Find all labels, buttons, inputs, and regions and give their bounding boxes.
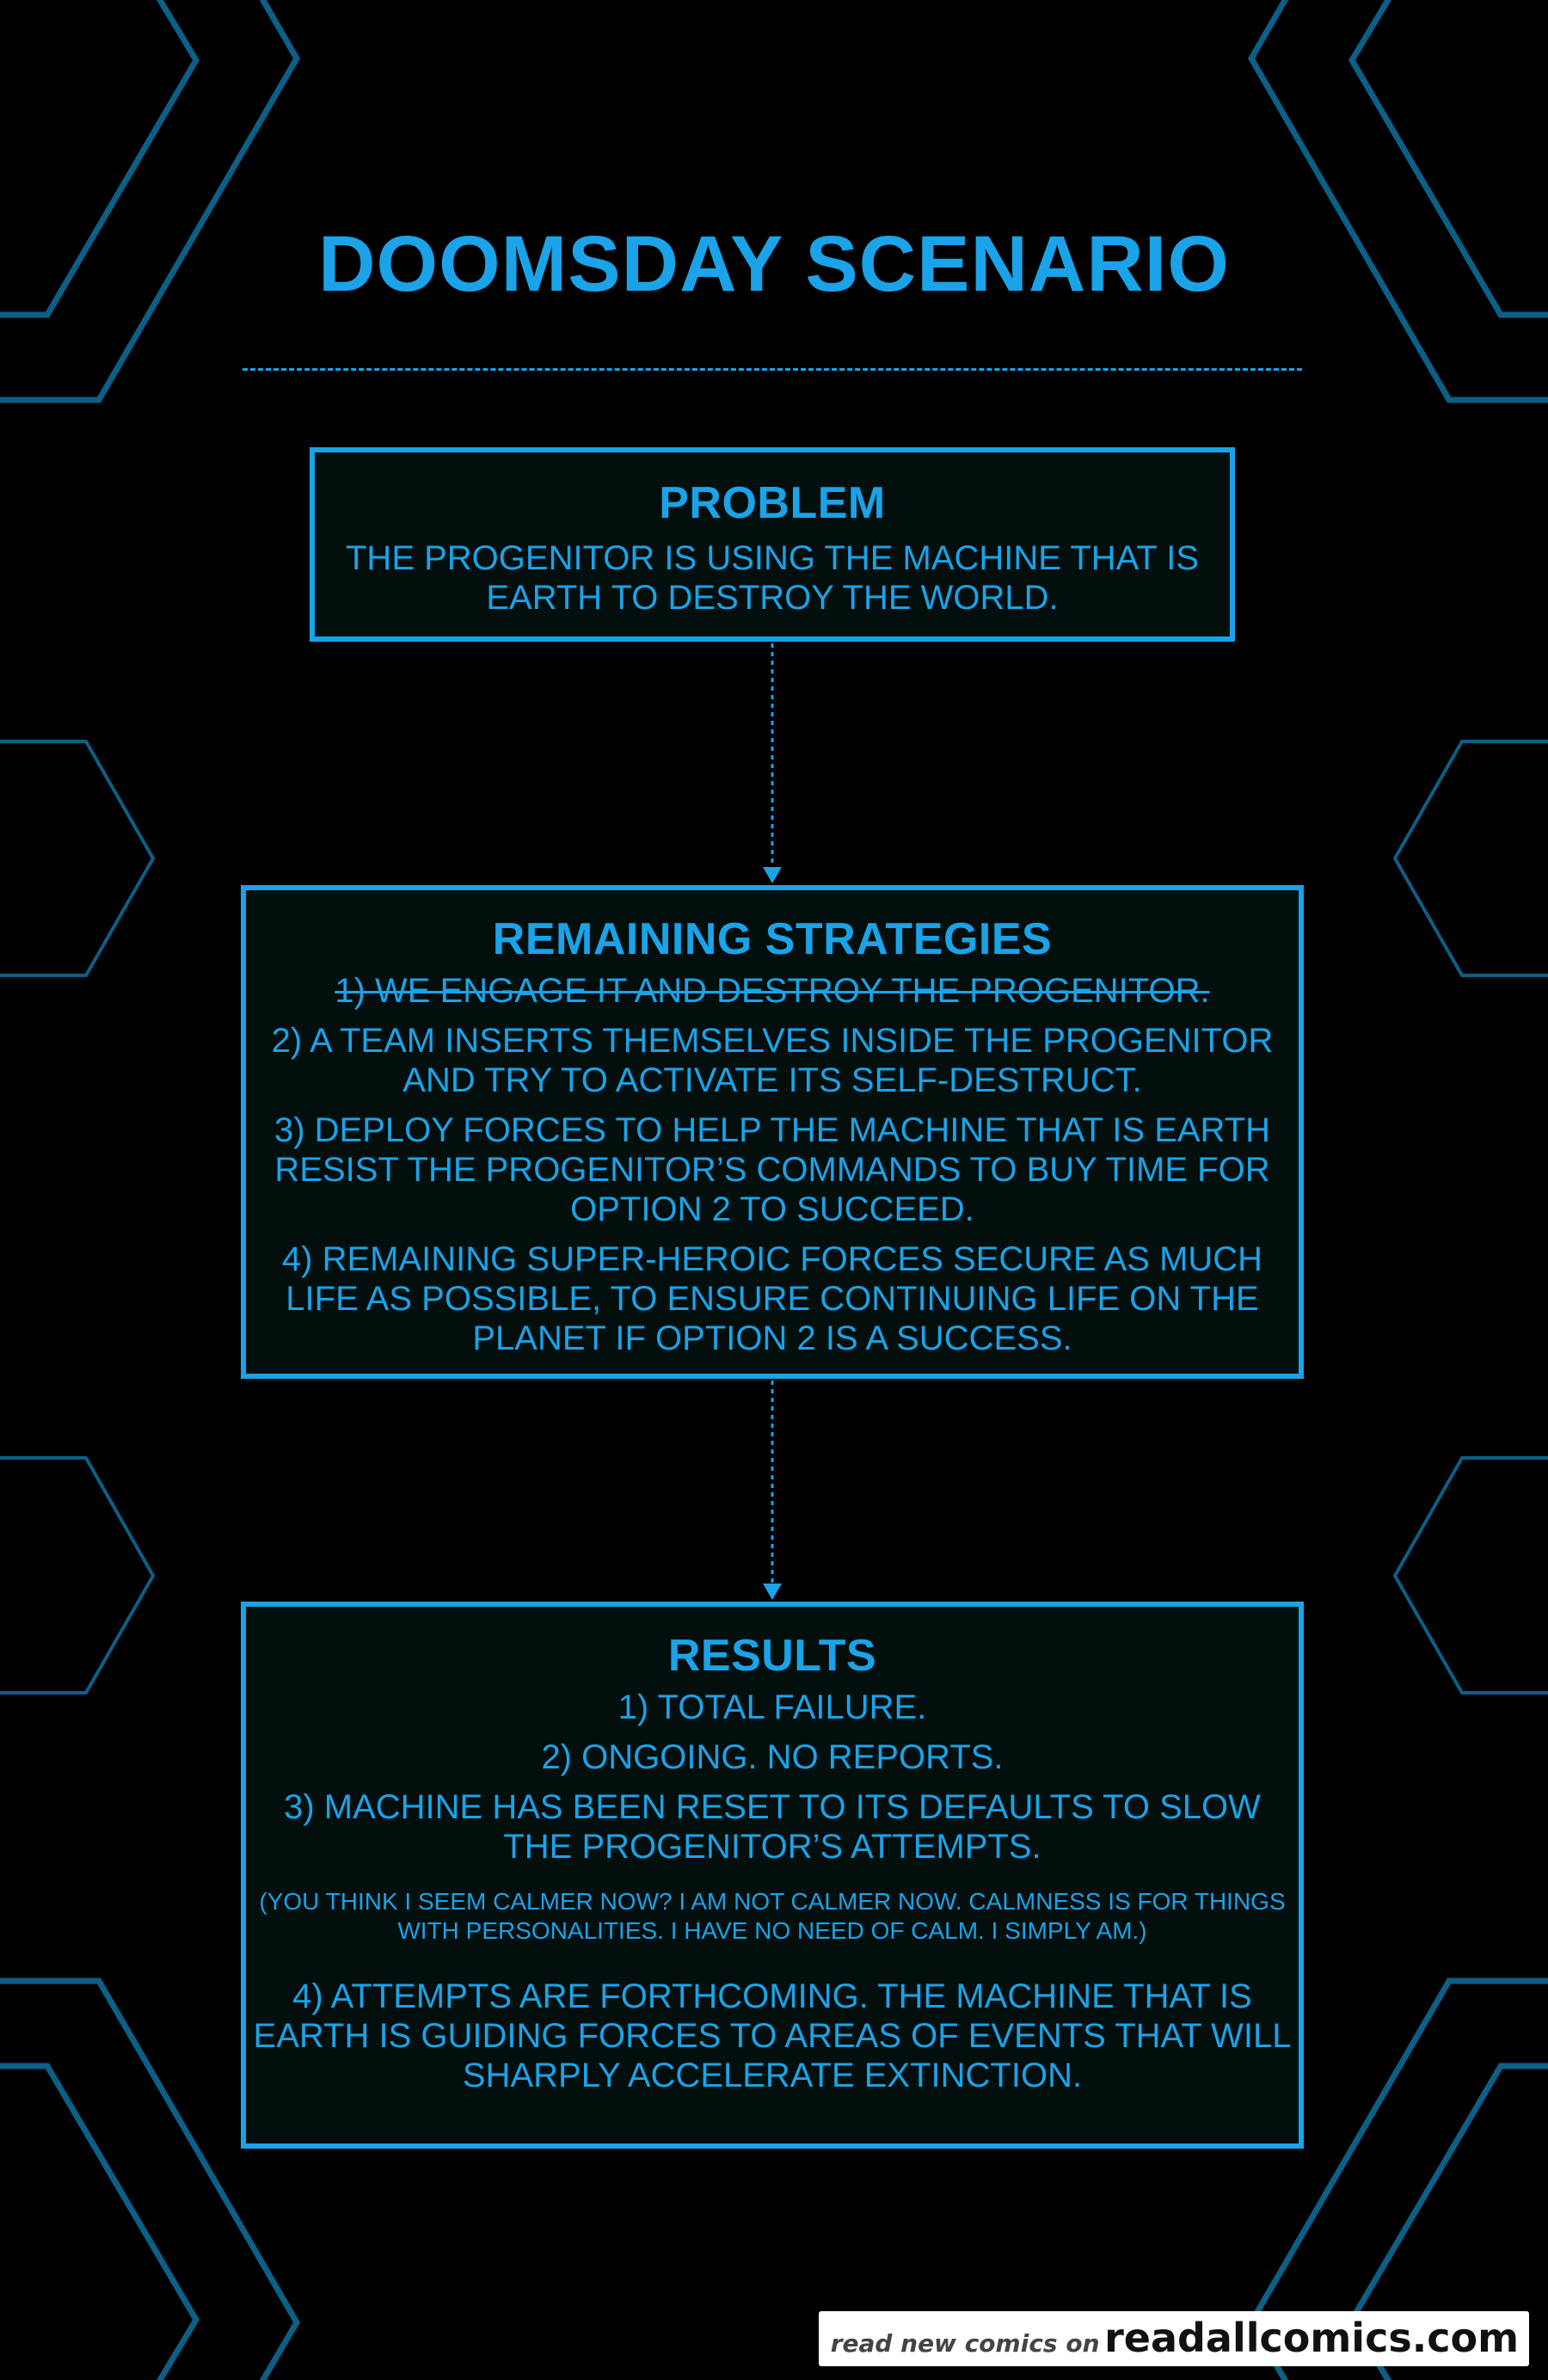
result-item-1: 1) TOTAL FAILURE. — [617, 1688, 927, 1726]
watermark-prefix: read new comics on — [830, 2329, 1100, 2358]
title-divider — [243, 368, 1302, 371]
results-heading: RESULTS — [667, 1631, 877, 1681]
frame-mid-left-2 — [0, 1456, 156, 1694]
strategy-item-4: 4) REMAINING SUPER-HEROIC FORCES SECURE … — [281, 1239, 1263, 1357]
frame-bottom-left-outer — [0, 1977, 301, 2380]
connector-strategies-to-results — [763, 1381, 782, 1600]
strategy-item-1: 1) WE ENGAGE IT AND DESTROY THE PROGENIT… — [335, 971, 1210, 1010]
frame-mid-right-1 — [1392, 740, 1548, 977]
frame-top-right-outer — [1247, 0, 1548, 403]
result-aside: (YOU THINK I SEEM CALMER NOW? I AM NOT C… — [259, 1887, 1286, 1944]
frame-bottom-left-inner — [0, 2063, 200, 2380]
site-watermark[interactable]: read new comics on readallcomics.com — [818, 2311, 1529, 2366]
page-title: DOOMSDAY SCENARIO — [318, 220, 1230, 308]
strategy-item-2: 2) A TEAM INSERTS THEMSELVES INSIDE THE … — [271, 1021, 1274, 1099]
strategy-item-3: 3) DEPLOY FORCES TO HELP THE MACHINE THA… — [273, 1110, 1271, 1228]
result-item-3: 3) MACHINE HAS BEEN RESET TO ITS DEFAULT… — [284, 1787, 1261, 1866]
frame-mid-left-1 — [0, 740, 156, 977]
frame-mid-right-2 — [1392, 1456, 1548, 1694]
strategies-heading: REMAINING STRATEGIES — [492, 914, 1053, 964]
problem-heading: PROBLEM — [659, 478, 886, 528]
watermark-site: readallcomics.com — [1104, 2315, 1519, 2361]
frame-top-right-inner — [1348, 0, 1548, 318]
problem-text: THE PROGENITOR IS USING THE MACHINE THAT… — [346, 538, 1199, 617]
strategies-box: REMAINING STRATEGIES 1) WE ENGAGE IT AND… — [241, 885, 1304, 1379]
frame-top-left-inner — [0, 0, 200, 318]
result-item-2: 2) ONGOING. NO REPORTS. — [541, 1737, 1004, 1776]
frame-top-left-outer — [0, 0, 301, 403]
problem-box: PROBLEM THE PROGENITOR IS USING THE MACH… — [310, 447, 1235, 642]
connector-problem-to-strategies — [763, 643, 782, 883]
result-item-4: 4) ATTEMPTS ARE FORTHCOMING. THE MACHINE… — [253, 1977, 1292, 2094]
results-box: RESULTS 1) TOTAL FAILURE. 2) ONGOING. NO… — [241, 1602, 1304, 2149]
